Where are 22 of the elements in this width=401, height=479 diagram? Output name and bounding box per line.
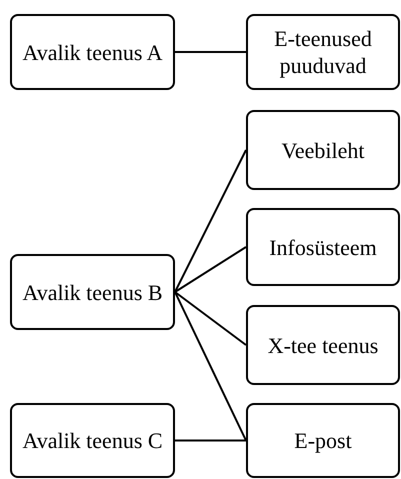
process-box bbox=[10, 403, 175, 478]
connector-line bbox=[174, 150, 247, 292]
box-label: Veebileht bbox=[280, 136, 366, 164]
process-box bbox=[246, 305, 400, 385]
process-box bbox=[10, 14, 175, 90]
process-box bbox=[246, 403, 400, 478]
connector-line bbox=[175, 440, 246, 442]
process-box bbox=[10, 254, 175, 330]
connector-line bbox=[174, 291, 247, 346]
box-label: Infosüsteem bbox=[268, 234, 378, 260]
connector-line bbox=[174, 246, 247, 293]
box-label: Avalik teenus C bbox=[21, 427, 164, 454]
box-label: E-post bbox=[293, 427, 353, 454]
box-label: Avalik teenus B bbox=[21, 278, 164, 306]
box-label: E-teenused puuduvad bbox=[273, 25, 373, 79]
connector-line bbox=[175, 51, 246, 53]
box-label: Avalik teenus A bbox=[21, 38, 164, 66]
connector-line bbox=[174, 292, 247, 441]
process-box bbox=[246, 110, 400, 190]
process-box bbox=[246, 208, 400, 286]
process-box bbox=[246, 14, 400, 90]
box-label: X-tee teenus bbox=[266, 332, 380, 358]
